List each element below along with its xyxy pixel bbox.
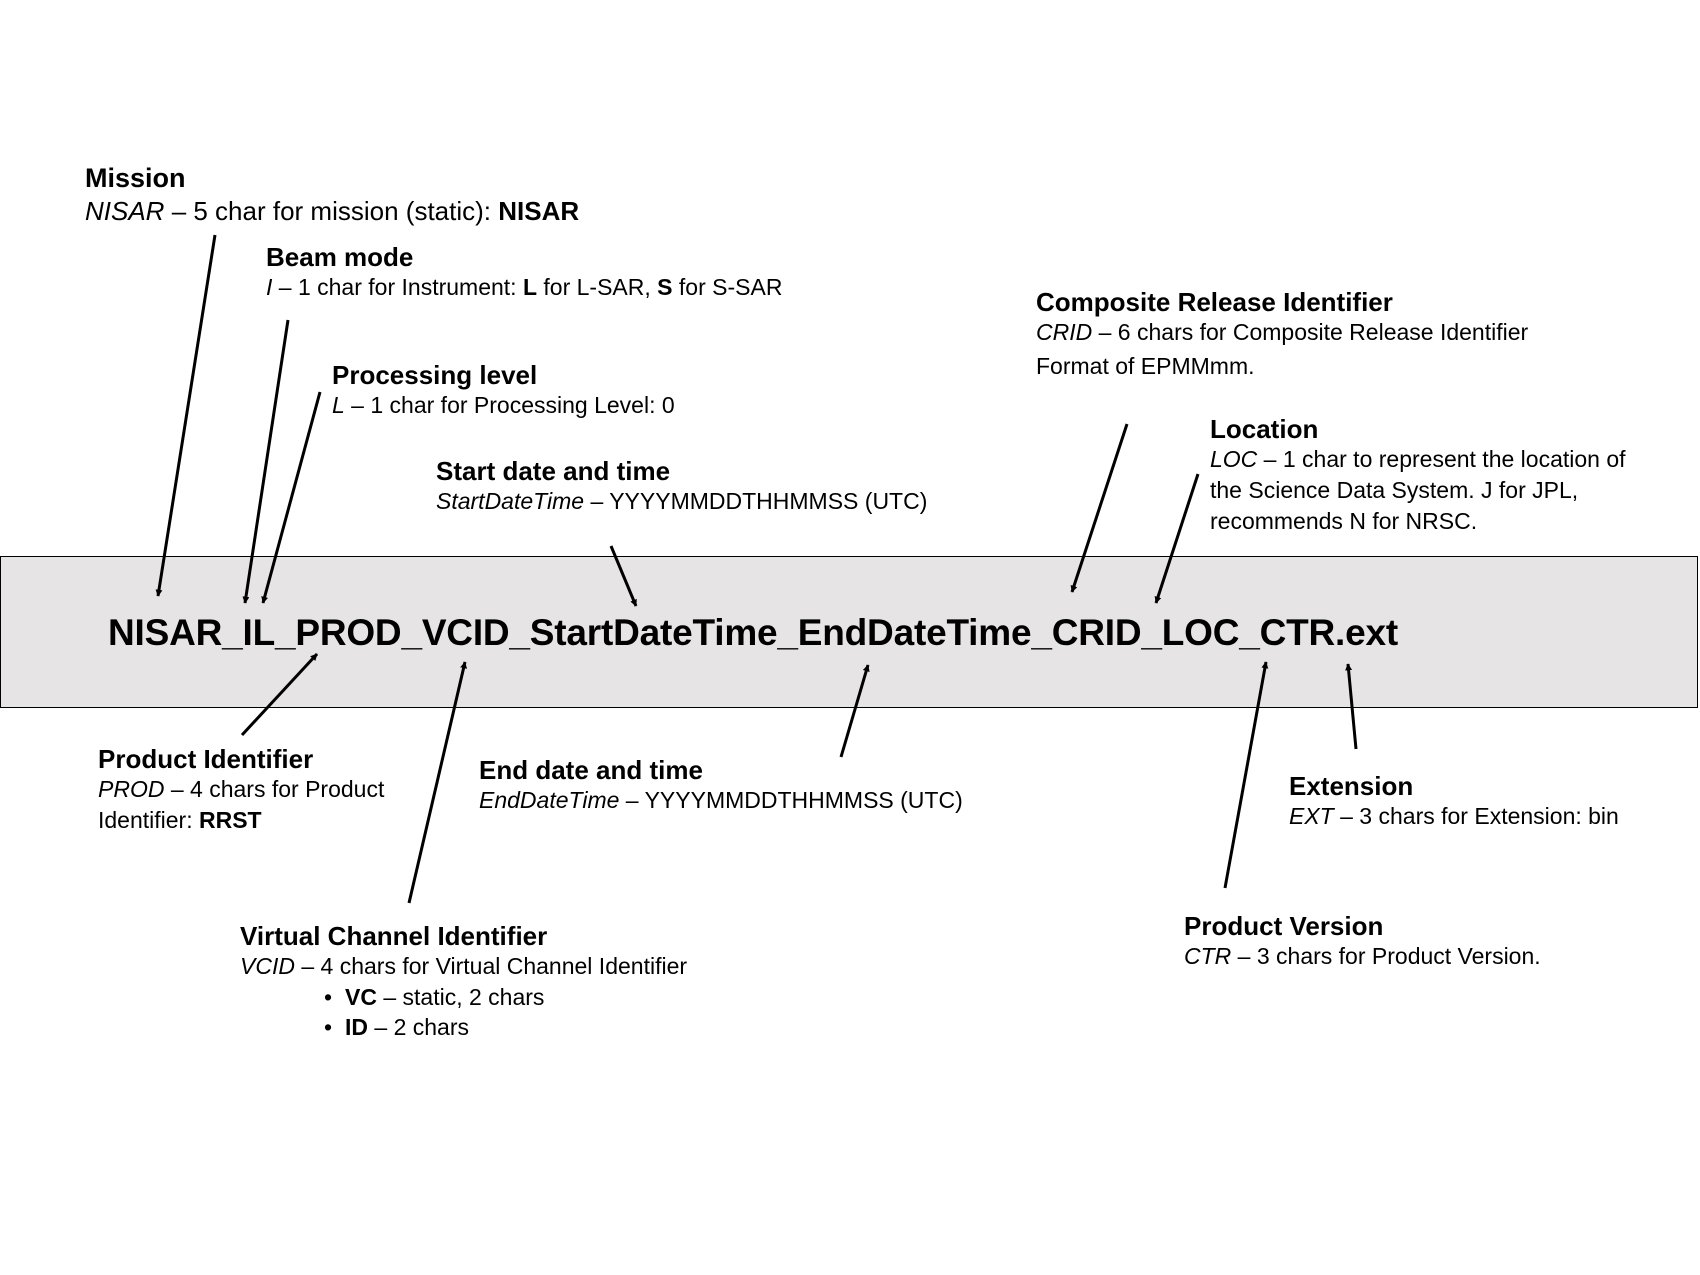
start-date-title: Start date and time: [436, 456, 671, 486]
mission-desc: NISAR – 5 char for mission (static): NIS…: [85, 194, 579, 228]
processing-level-label: Processing level L – 1 char for Processi…: [332, 360, 675, 421]
vcid-desc: VCID – 4 chars for Virtual Channel Ident…: [240, 951, 687, 982]
beam-mode-value-s: S: [657, 274, 673, 300]
crid-desc-line2: Format of EPMMmm.: [1036, 353, 1255, 379]
product-version-arrow: [1223, 661, 1269, 889]
end-date-label: End date and time EndDateTime – YYYYMMDD…: [479, 755, 963, 816]
product-version-desc: CTR – 3 chars for Product Version.: [1184, 941, 1541, 972]
extension-desc-text: – 3 chars for Extension: bin: [1333, 803, 1619, 829]
end-date-title: End date and time: [479, 755, 703, 785]
start-date-code: StartDateTime: [436, 488, 585, 514]
location-code: LOC: [1210, 446, 1258, 472]
product-id-value: RRST: [199, 807, 262, 833]
mission-arrow: [155, 234, 217, 597]
vcid-bullet-id-key: ID: [345, 1014, 368, 1040]
product-id-desc: PROD – 4 chars for Product: [98, 774, 384, 805]
location-label: Location LOC – 1 char to represent the l…: [1210, 414, 1626, 537]
vcid-title: Virtual Channel Identifier: [240, 921, 548, 951]
location-desc-text: – 1 char to represent the location of: [1257, 446, 1626, 472]
extension-label: Extension EXT – 3 chars for Extension: b…: [1289, 771, 1619, 832]
mission-label: Mission NISAR – 5 char for mission (stat…: [85, 162, 579, 228]
start-date-arrow: [609, 545, 638, 607]
vcid-bullet-list: • VC – static, 2 chars • ID – 2 chars: [240, 982, 687, 1042]
filename-band: [0, 556, 1698, 708]
beam-mode-value-l: L: [522, 274, 538, 300]
end-date-code: EndDateTime: [479, 787, 620, 813]
product-version-title: Product Version: [1184, 911, 1384, 941]
processing-level-arrow: [261, 391, 322, 604]
product-id-line2-text: Identifier:: [98, 807, 199, 833]
beam-mode-arrow: [242, 319, 290, 604]
beam-mode-desc-3: for S-SAR: [672, 274, 783, 300]
extension-code: EXT: [1289, 803, 1334, 829]
location-desc-line3: recommends N for NRSC.: [1210, 508, 1478, 534]
extension-title: Extension: [1289, 771, 1414, 801]
product-id-title: Product Identifier: [98, 744, 314, 774]
beam-mode-desc-2: for L-SAR,: [537, 274, 658, 300]
bullet-dot: •: [324, 1014, 333, 1040]
vcid-bullet-id-text: – 2 chars: [368, 1014, 469, 1040]
beam-mode-desc-1: – 1 char for Instrument:: [272, 274, 523, 300]
extension-desc: EXT – 3 chars for Extension: bin: [1289, 801, 1619, 832]
mission-desc-text: – 5 char for mission (static):: [164, 196, 499, 226]
product-id-desc-line2: Identifier: RRST: [98, 805, 384, 836]
start-date-desc: StartDateTime – YYYYMMDDTHHMMSS (UTC): [436, 486, 927, 517]
crid-code: CRID: [1036, 319, 1093, 345]
end-date-arrow: [839, 664, 870, 758]
mission-value: NISAR: [498, 196, 580, 226]
location-desc-line2: the Science Data System. J for JPL,: [1210, 477, 1579, 503]
end-date-desc: EndDateTime – YYYYMMDDTHHMMSS (UTC): [479, 785, 963, 816]
processing-level-title: Processing level: [332, 360, 538, 390]
vcid-arrow: [407, 661, 467, 904]
vcid-desc-text: – 4 chars for Virtual Channel Identifier: [294, 953, 688, 979]
crid-arrow: [1070, 423, 1129, 593]
location-title: Location: [1210, 414, 1319, 444]
vcid-bullet-vc-text: – static, 2 chars: [376, 984, 545, 1010]
crid-label: Composite Release Identifier CRID – 6 ch…: [1036, 287, 1528, 382]
beam-mode-desc: I – 1 char for Instrument: L for L-SAR, …: [266, 272, 782, 303]
product-version-desc-text: – 3 chars for Product Version.: [1231, 943, 1541, 969]
product-id-desc-text: – 4 chars for Product: [164, 776, 385, 802]
vcid-code: VCID: [240, 953, 295, 979]
bullet-dot: •: [324, 984, 333, 1010]
processing-level-desc: L – 1 char for Processing Level: 0: [332, 390, 675, 421]
location-arrow: [1154, 473, 1200, 604]
crid-title: Composite Release Identifier: [1036, 287, 1393, 317]
mission-code: NISAR: [85, 196, 165, 226]
vcid-label: Virtual Channel Identifier VCID – 4 char…: [240, 921, 687, 1042]
product-id-arrow: [240, 652, 319, 737]
extension-arrow: [1345, 663, 1358, 750]
mission-title: Mission: [85, 163, 186, 193]
vcid-bullet-id: • ID – 2 chars: [240, 1012, 687, 1042]
processing-level-code: L: [332, 392, 345, 418]
product-id-code: PROD: [98, 776, 165, 802]
vcid-bullet-vc: • VC – static, 2 chars: [240, 982, 687, 1012]
processing-level-desc-text: – 1 char for Processing Level: 0: [344, 392, 675, 418]
start-date-label: Start date and time StartDateTime – YYYY…: [436, 456, 927, 517]
beam-mode-title: Beam mode: [266, 242, 414, 272]
product-id-label: Product Identifier PROD – 4 chars for Pr…: [98, 744, 384, 836]
location-desc: LOC – 1 char to represent the location o…: [1210, 444, 1626, 475]
vcid-bullet-vc-key: VC: [345, 984, 377, 1010]
crid-desc-text: – 6 chars for Composite Release Identifi…: [1092, 319, 1529, 345]
crid-desc: CRID – 6 chars for Composite Release Ide…: [1036, 317, 1528, 348]
product-version-code: CTR: [1184, 943, 1232, 969]
product-version-label: Product Version CTR – 3 chars for Produc…: [1184, 911, 1541, 972]
beam-mode-label: Beam mode I – 1 char for Instrument: L f…: [266, 242, 782, 303]
start-date-desc-text: – YYYYMMDDTHHMMSS (UTC): [584, 488, 928, 514]
beam-mode-code: I: [266, 274, 273, 300]
filename-pattern: NISAR_IL_PROD_VCID_StartDateTime_EndDate…: [108, 612, 1399, 653]
end-date-desc-text: – YYYYMMDDTHHMMSS (UTC): [619, 787, 963, 813]
